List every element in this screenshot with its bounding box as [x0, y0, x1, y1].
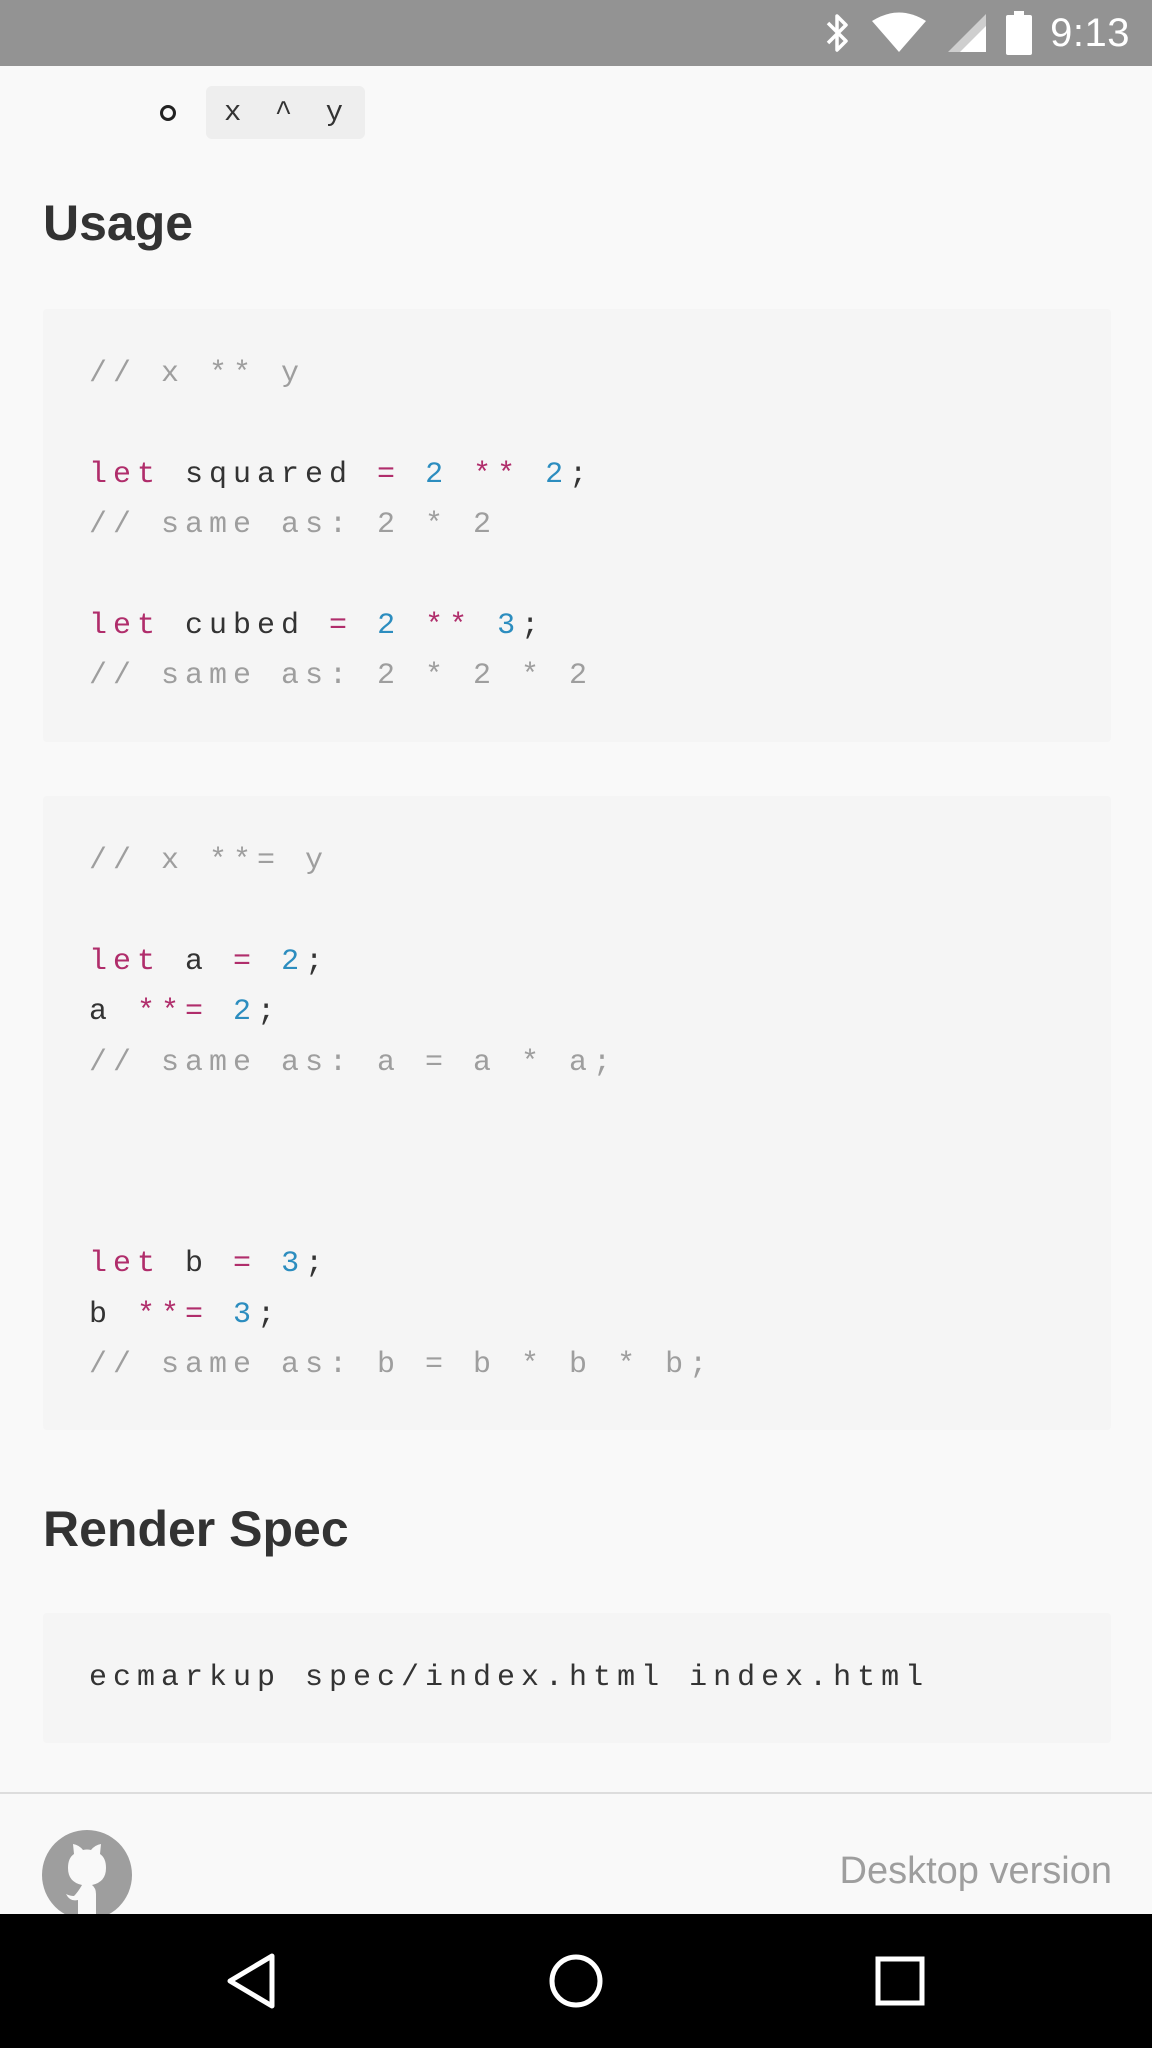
code-token: ; — [305, 944, 330, 979]
section-title-usage: Usage — [43, 195, 194, 251]
bluetooth-icon — [826, 14, 848, 52]
page-content: x ^ y Usage // x ** y let squared = 2 **… — [0, 66, 1152, 1792]
code-token: // same as: 2 * 2 — [89, 508, 498, 543]
code-token: 3 — [497, 608, 522, 643]
code-token: = — [233, 944, 258, 979]
code-token — [257, 1247, 281, 1281]
recents-icon[interactable] — [870, 1950, 930, 2012]
code-token: 2 — [281, 944, 306, 979]
code-token: a — [161, 944, 234, 979]
code-token: ; — [257, 1297, 282, 1332]
code-token: 3 — [233, 1297, 258, 1332]
code-token: b — [161, 1247, 234, 1282]
code-token: ; — [257, 995, 282, 1030]
code-token: // same as: 2 * 2 * 2 — [89, 659, 594, 694]
code-token — [209, 995, 233, 1029]
code-line: // x **= y — [89, 836, 1065, 886]
code-token: b — [89, 1297, 138, 1332]
code-token: let — [89, 944, 162, 979]
code-token: // x **= y — [89, 844, 330, 878]
footer: Desktop version — [0, 1792, 1152, 1920]
code-token: **= — [137, 1297, 210, 1332]
code-line — [89, 1189, 1065, 1239]
code-line: b **= 3; — [89, 1290, 1065, 1340]
code-line: // same as: 2 * 2 — [89, 500, 1065, 550]
code-token: 2 — [425, 457, 450, 492]
code-token: ; — [521, 608, 546, 643]
code-token: = — [377, 457, 402, 492]
code-token — [353, 609, 377, 643]
code-token — [449, 458, 473, 492]
code-token: let — [89, 1247, 162, 1282]
status-clock: 9:13 — [1050, 10, 1130, 55]
code-token — [257, 945, 281, 979]
code-line: // same as: a = a * a; — [89, 1038, 1065, 1088]
code-block-assignment: // x **= y let a = 2;a **= 2;// same as:… — [43, 796, 1111, 1431]
code-line: let cubed = 2 ** 3; — [89, 601, 1065, 651]
code-token — [209, 1298, 233, 1332]
home-icon[interactable] — [546, 1950, 606, 2012]
code-token: ; — [569, 457, 594, 492]
code-token: squared — [161, 457, 378, 492]
code-line — [89, 1088, 1065, 1138]
code-line — [89, 551, 1065, 601]
code-token: let — [89, 457, 162, 492]
code-token: ** — [473, 457, 522, 492]
code-token: ** — [425, 608, 474, 643]
back-icon[interactable] — [222, 1950, 282, 2012]
code-line: a **= 2; — [89, 987, 1065, 1037]
code-token: 2 — [545, 457, 570, 492]
code-token — [401, 458, 425, 492]
desktop-version-link[interactable]: Desktop version — [839, 1850, 1112, 1892]
navigation-bar — [0, 1914, 1152, 2048]
code-line: // x ** y — [89, 349, 1065, 399]
code-line: let a = 2; — [89, 937, 1065, 987]
code-token: ; — [305, 1247, 330, 1282]
code-token — [473, 609, 497, 643]
code-line — [89, 1138, 1065, 1188]
code-token: // x ** y — [89, 357, 306, 391]
code-token — [401, 609, 425, 643]
code-token: // same as: b = b * b * b; — [89, 1347, 714, 1382]
code-token: 3 — [281, 1247, 306, 1282]
code-token: 2 — [233, 995, 258, 1030]
bullet-icon — [160, 104, 176, 121]
code-token: a — [89, 995, 138, 1030]
battery-icon — [1006, 11, 1033, 55]
code-line: ecmarkup spec/index.html index.html — [89, 1653, 1065, 1703]
code-block-render-spec: ecmarkup spec/index.html index.html — [43, 1613, 1111, 1744]
code-token — [521, 458, 545, 492]
wifi-icon — [872, 12, 927, 52]
code-token: **= — [137, 995, 210, 1030]
code-token: = — [329, 608, 354, 643]
code-token: 2 — [377, 608, 402, 643]
code-line — [89, 886, 1065, 936]
code-token: // same as: a = a * a; — [89, 1045, 618, 1080]
code-token: cubed — [161, 608, 330, 643]
github-icon[interactable] — [42, 1830, 132, 1920]
code-line — [89, 399, 1065, 449]
code-token: ecmarkup spec/index.html index.html — [89, 1661, 930, 1695]
list-item: x ^ y — [160, 86, 366, 139]
code-token: let — [89, 608, 162, 643]
inline-code: x ^ y — [206, 86, 366, 139]
code-line: // same as: 2 * 2 * 2 — [89, 651, 1065, 701]
cell-signal-icon — [948, 14, 987, 52]
code-line: let b = 3; — [89, 1239, 1065, 1289]
section-title-render-spec: Render Spec — [43, 1501, 349, 1557]
code-token: = — [233, 1247, 258, 1282]
code-line: let squared = 2 ** 2; — [89, 450, 1065, 500]
code-block-usage: // x ** y let squared = 2 ** 2; // same a… — [43, 309, 1111, 742]
status-bar: 9:13 — [0, 0, 1152, 66]
code-line: // same as: b = b * b * b; — [89, 1340, 1065, 1390]
